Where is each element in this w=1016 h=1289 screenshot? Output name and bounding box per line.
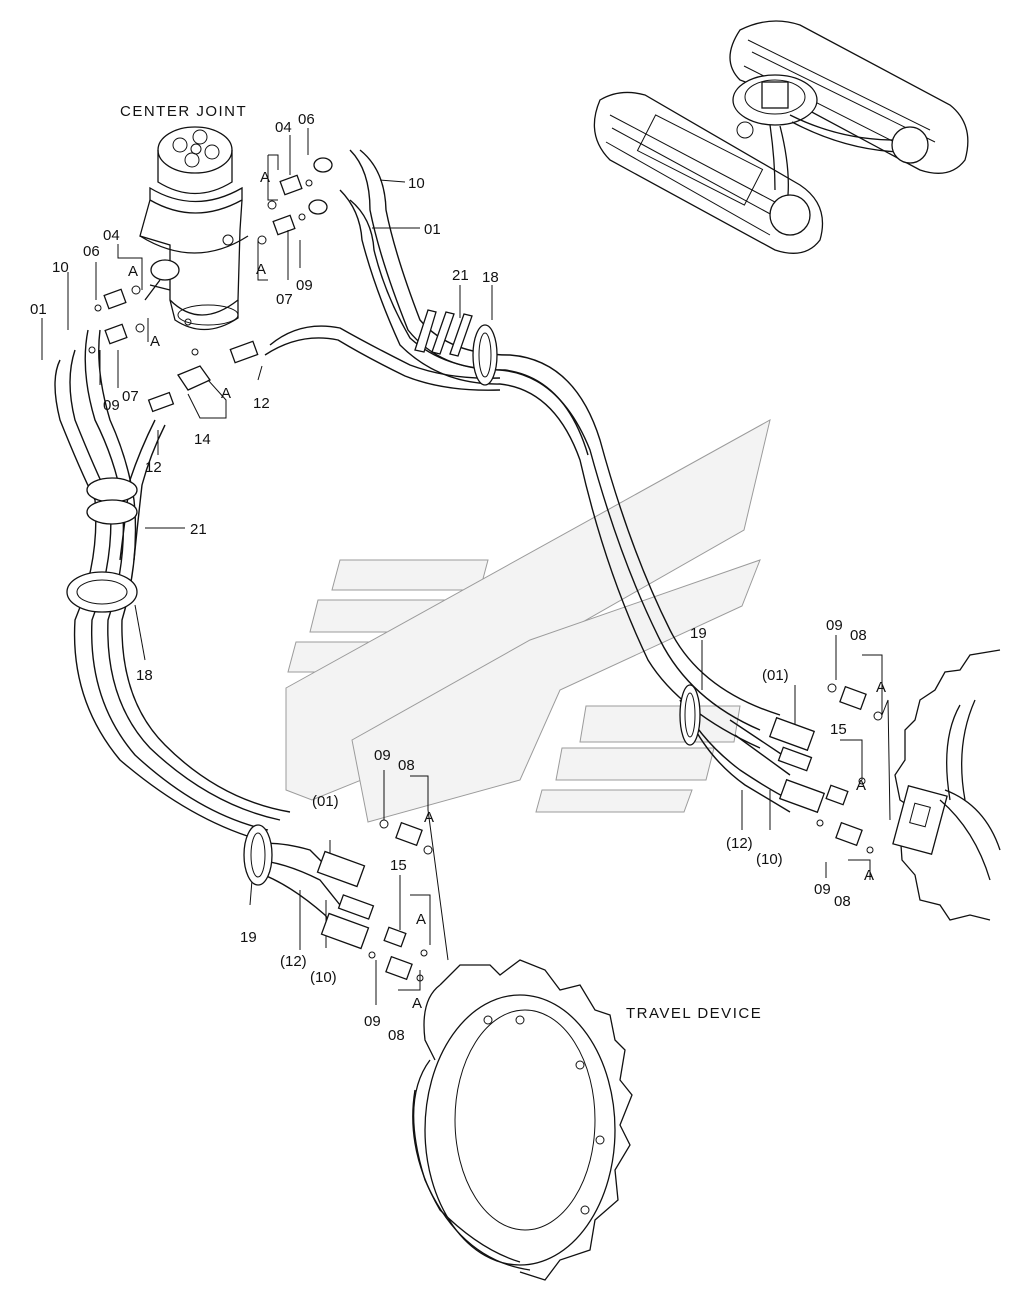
callout-10-top: 10 bbox=[408, 175, 425, 192]
callout-14: 14 bbox=[194, 431, 211, 448]
callout-07-left: 07 bbox=[122, 388, 139, 405]
callout-a-right1: A bbox=[876, 679, 886, 696]
callout-01p-bot: (01) bbox=[312, 793, 339, 810]
callout-01-left: 01 bbox=[30, 301, 47, 318]
travel-device-icon bbox=[412, 959, 633, 1281]
callout-a-right2: A bbox=[856, 777, 866, 794]
callout-a-bot1: A bbox=[424, 809, 434, 826]
callout-01-top: 01 bbox=[424, 221, 441, 238]
callout-09-top: 09 bbox=[296, 277, 313, 294]
callout-10p-bot: (10) bbox=[310, 969, 337, 986]
callout-07-top: 07 bbox=[276, 291, 293, 308]
callout-19-right: 19 bbox=[690, 625, 707, 642]
watermark-logo-icon bbox=[285, 419, 771, 823]
callout-12-left: 12 bbox=[145, 459, 162, 476]
clamps bbox=[66, 309, 701, 886]
callout-a-left1: A bbox=[128, 263, 138, 280]
callout-15-right: 15 bbox=[830, 721, 847, 738]
callout-a-top1: A bbox=[260, 169, 270, 186]
callout-09-bot1: 09 bbox=[374, 747, 391, 764]
callout-06-top: 06 bbox=[298, 111, 315, 128]
callout-a-right3: A bbox=[864, 867, 874, 884]
callout-21-top: 21 bbox=[452, 267, 469, 284]
callout-04-left: 04 bbox=[103, 227, 120, 244]
callout-09-right1: 09 bbox=[826, 617, 843, 634]
callout-08-bot1: 08 bbox=[398, 757, 415, 774]
callout-08-right2: 08 bbox=[834, 893, 851, 910]
callout-10-left: 10 bbox=[52, 259, 69, 276]
callout-a-left2: A bbox=[150, 333, 160, 350]
callout-15-bot: 15 bbox=[390, 857, 407, 874]
callout-04-top: 04 bbox=[275, 119, 292, 136]
callout-08-bot2: 08 bbox=[388, 1027, 405, 1044]
callout-09-bot2: 09 bbox=[364, 1013, 381, 1030]
callout-01p-right: (01) bbox=[762, 667, 789, 684]
callout-19-bot: 19 bbox=[240, 929, 257, 946]
callout-10p-right: (10) bbox=[756, 851, 783, 868]
undercarriage-icon bbox=[593, 20, 969, 254]
callout-a-bot2: A bbox=[416, 911, 426, 928]
callout-12p-right: (12) bbox=[726, 835, 753, 852]
callout-12-mid: 12 bbox=[253, 395, 270, 412]
sprocket-right bbox=[892, 649, 1001, 921]
center-joint-caption: CENTER JOINT bbox=[120, 103, 247, 120]
callout-21-left: 21 bbox=[190, 521, 207, 538]
callout-18-top: 18 bbox=[482, 269, 499, 286]
callout-12p-bot: (12) bbox=[280, 953, 307, 970]
callout-09-right2: 09 bbox=[814, 881, 831, 898]
callout-09-left: 09 bbox=[103, 397, 120, 414]
fittings-top bbox=[88, 157, 333, 413]
hose-ends bbox=[316, 683, 883, 982]
callout-a-tee: A bbox=[221, 385, 231, 402]
callout-a-top2: A bbox=[256, 261, 266, 278]
callout-08-right1: 08 bbox=[850, 627, 867, 644]
callout-06-left: 06 bbox=[83, 243, 100, 260]
callout-a-bot3: A bbox=[412, 995, 422, 1012]
center-joint-icon bbox=[139, 126, 249, 331]
callout-18-left: 18 bbox=[136, 667, 153, 684]
travel-device-caption: TRAVEL DEVICE bbox=[626, 1005, 762, 1022]
